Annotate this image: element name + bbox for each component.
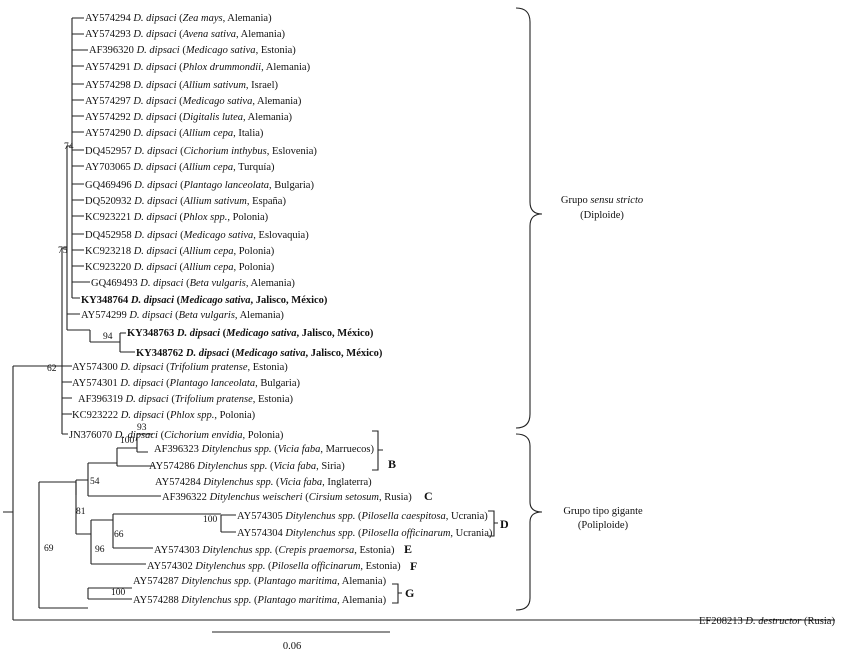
leaf-label: KC923220 D. dipsaci (Allium cepa, Poloni… [85,262,275,273]
leaf-label: KC923221 D. dipsaci (Phlox spp., Polonia… [85,212,269,223]
group-brace-sensu-stricto [515,7,543,429]
leaf-label: AF396323 Ditylenchus spp. (Vicia faba, M… [154,444,375,455]
bootstrap-value: 69 [44,544,54,554]
group-label-gigante: Grupo tipo gigante [563,506,643,517]
subgroup-label-b: B [388,457,396,471]
scale-bar: 0.06 [212,631,390,651]
leaf-label: AY574290 D. dipsaci (Allium cepa, Italia… [85,128,264,139]
bootstrap-value: 100 [120,436,135,446]
bootstrap-value: 94 [103,332,113,342]
leaf-label: AF396319 D. dipsaci (Trifolium pratense,… [78,394,293,405]
leaf-label: KY348763 D. dipsaci (Medicago sativa, Ja… [127,328,374,339]
leaf-label: KC923222 D. dipsaci (Phlox spp., Polonia… [72,410,256,421]
bootstrap-value: 74 [64,142,74,152]
leaf-label: AY574293 D. dipsaci (Avena sativa, Alema… [85,29,285,40]
subgroup-brackets: B C D E F G [372,430,509,604]
leaf-label: AY574287 Ditylenchus spp. (Plantago mari… [133,576,387,587]
bootstrap-values: 74 75 94 62 93 100 54 81 100 66 96 100 6… [44,142,218,598]
leaf-label: AF396320 D. dipsaci (Medicago sativa, Es… [89,45,296,56]
group-ploidy-poliploide: (Poliploide) [578,520,629,531]
subgroup-label-c: C [424,489,433,503]
leaf-label: AY574294 D. dipsaci (Zea mays, Alemania) [85,13,272,24]
leaf-label: AY574300 D. dipsaci (Trifolium pratense,… [72,362,288,373]
leaf-label: JN376070 D. dipsaci (Cichorium envidia, … [69,430,284,441]
tree-branches [3,17,835,621]
leaf-label: AY574299 D. dipsaci (Beta vulgaris, Alem… [81,310,284,321]
subgroup-label-g: G [405,586,414,600]
leaf-label: GQ469496 D. dipsaci (Plantago lanceolata… [85,180,314,191]
leaf-label: GQ469493 D. dipsaci (Beta vulgaris, Alem… [91,278,295,289]
leaf-label: AY574291 D. dipsaci (Phlox drummondii, A… [85,62,311,73]
leaf-label: AY574298 D. dipsaci (Allium sativum, Isr… [85,80,278,91]
group-brace-gigante [515,433,543,611]
leaf-label: AY703065 D. dipsaci (Allium cepa, Turquí… [85,162,275,173]
leaf-label: AY574284 Ditylenchus spp. (Vicia faba, I… [155,477,372,488]
leaf-label: AY574292 D. dipsaci (Digitalis lutea, Al… [85,112,292,123]
leaf-label: KY348762 D. dipsaci (Medicago sativa, Ja… [136,348,383,359]
leaf-label: KC923218 D. dipsaci (Allium cepa, Poloni… [85,246,275,257]
leaf-label: AY574304 Ditylenchus spp. (Pilosella off… [237,528,493,539]
group-ploidy-diploide: (Diploide) [580,210,624,221]
leaf-label: AY574288 Ditylenchus spp. (Plantago mari… [133,595,387,606]
leaf-label: AY574303 Ditylenchus spp. (Crepis praemo… [154,545,395,556]
group-label-sensu-stricto: Grupo sensu stricto [561,195,643,206]
subgroup-label-d: D [500,517,509,531]
leaf-labels: AY574294 D. dipsaci (Zea mays, Alemania)… [69,13,493,606]
subgroup-label-e: E [404,542,412,556]
outgroup-label: EF208213 D. destructor (Rusia) [699,616,835,627]
subgroup-label-f: F [410,559,417,573]
leaf-label: DQ452957 D. dipsaci (Cichorium inthybus,… [85,146,317,157]
group-braces [515,7,543,611]
bootstrap-value: 62 [47,364,57,374]
bootstrap-value: 100 [111,588,126,598]
bootstrap-value: 81 [76,507,86,517]
bootstrap-value: 100 [203,515,218,525]
bootstrap-value: 96 [95,545,105,555]
leaf-label: KY348764 D. dipsaci (Medicago sativa, Ja… [81,295,328,306]
leaf-label: AF396322 Ditylenchus weischeri (Cirsium … [162,492,412,503]
leaf-label: AY574286 Ditylenchus spp. (Vicia faba, S… [149,461,345,472]
scale-bar-label: 0.06 [283,641,301,651]
leaf-label: AY574301 D. dipsaci (Plantago lanceolata… [72,378,300,389]
bootstrap-value: 66 [114,530,124,540]
leaf-label: AY574305 Ditylenchus spp. (Pilosella cae… [237,511,488,522]
leaf-label: DQ520932 D. dipsaci (Allium sativum, Esp… [85,196,286,207]
leaf-label: DQ452958 D. dipsaci (Medicago sativa, Es… [85,230,309,241]
bootstrap-value: 93 [137,423,147,433]
leaf-label: AY574302 Ditylenchus spp. (Pilosella off… [147,561,401,572]
bootstrap-value: 75 [58,246,68,256]
bootstrap-value: 54 [90,477,100,487]
leaf-label: AY574297 D. dipsaci (Medicago sativa, Al… [85,96,302,107]
